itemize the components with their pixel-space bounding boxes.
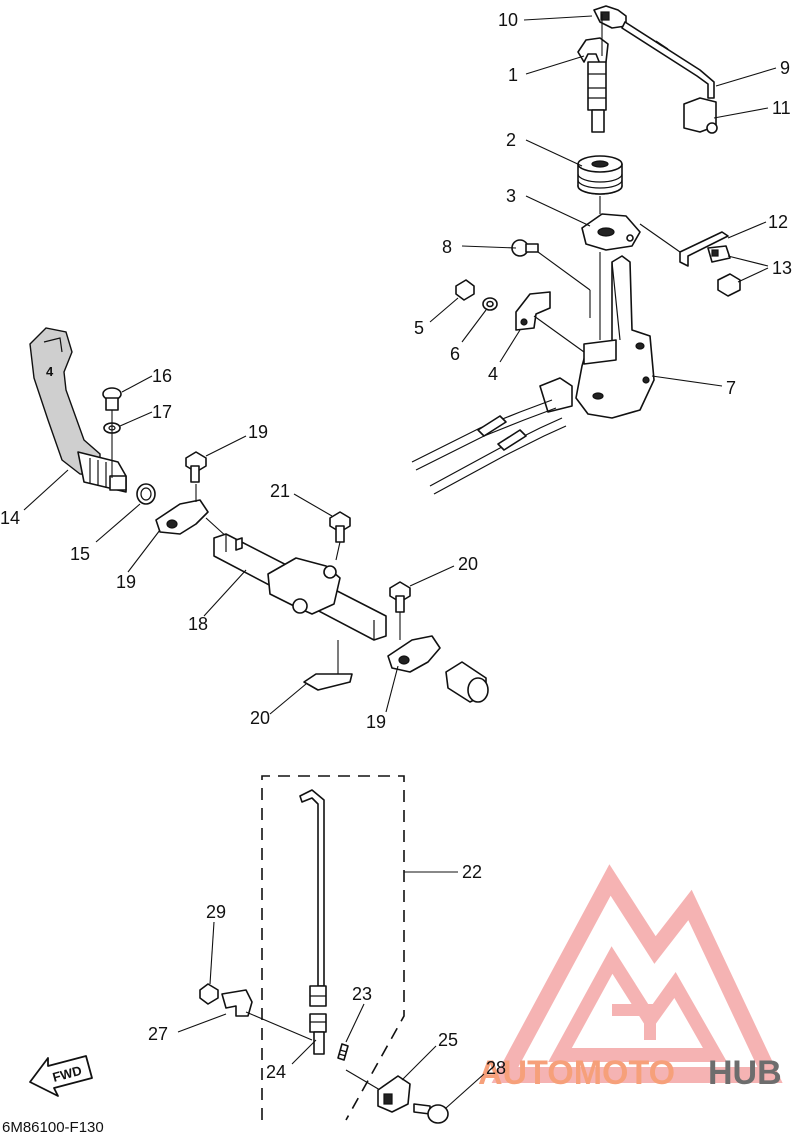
part-2-bushing bbox=[577, 155, 623, 195]
part-1-link bbox=[577, 14, 609, 133]
part-28-screw bbox=[413, 1103, 449, 1124]
callout-22: 21 bbox=[270, 481, 290, 501]
callout-4: 4 bbox=[488, 364, 498, 384]
callout-13: 13 bbox=[772, 258, 792, 278]
callout-17: 17 bbox=[152, 402, 172, 422]
part-3-cam bbox=[581, 196, 641, 251]
part-24-spring bbox=[337, 1043, 381, 1091]
part-15-oring bbox=[136, 483, 156, 505]
watermark-text-a: AUTOMOTO bbox=[478, 1054, 675, 1092]
part-11-block bbox=[683, 97, 718, 134]
callout-3: 3 bbox=[506, 186, 516, 206]
part-16-screw bbox=[102, 387, 122, 411]
callout-20-b: 20 bbox=[458, 554, 478, 574]
part-22-bolt bbox=[329, 511, 351, 561]
callout-19-b: 19 bbox=[366, 712, 386, 732]
part-21-plate bbox=[303, 640, 353, 691]
part-9-rod bbox=[621, 21, 715, 99]
cables bbox=[411, 377, 573, 495]
callout-8: 8 bbox=[442, 237, 452, 257]
diagram-code: 6M86100-F130 bbox=[2, 1119, 104, 1134]
part-23-outline bbox=[261, 775, 405, 1121]
callout-25: 24 bbox=[266, 1062, 286, 1082]
callout-19-a: 19 bbox=[116, 572, 136, 592]
part-4-plate bbox=[515, 291, 585, 353]
callout-7: 7 bbox=[726, 378, 736, 398]
callout-21: 20 bbox=[250, 708, 270, 728]
watermark-logo bbox=[491, 864, 783, 1083]
grip-knob bbox=[445, 661, 489, 703]
part-13-nut bbox=[717, 273, 741, 297]
part-10-clip bbox=[593, 5, 627, 29]
callout-1: 1 bbox=[508, 65, 518, 85]
part-12-bracket bbox=[639, 223, 731, 267]
part-29-nut bbox=[199, 983, 219, 1005]
part-8-screw bbox=[511, 239, 591, 318]
callout-20-a: 19 bbox=[248, 422, 268, 442]
callout-15: 15 bbox=[70, 544, 90, 564]
callout-23: 22 bbox=[462, 862, 482, 882]
part-19-clamp-b bbox=[387, 635, 441, 673]
callout-16: 16 bbox=[152, 366, 172, 386]
handle-mark: 4 bbox=[46, 364, 54, 379]
part-7-bracket bbox=[575, 252, 655, 419]
callout-12: 12 bbox=[768, 212, 788, 232]
callout-9: 9 bbox=[780, 58, 790, 78]
callout-27: 27 bbox=[148, 1024, 168, 1044]
part-19-clamp-a bbox=[155, 484, 209, 535]
part-27-clip bbox=[221, 989, 313, 1041]
part-26-clip bbox=[377, 1075, 411, 1113]
part-20-bolt-b bbox=[389, 581, 411, 640]
part-20-bolt-a bbox=[185, 451, 207, 483]
callout-26: 25 bbox=[438, 1030, 458, 1050]
fwd-arrow-icon: FWD bbox=[29, 1055, 93, 1097]
part-6-washer bbox=[482, 297, 498, 311]
callout-18: 18 bbox=[188, 614, 208, 634]
fwd-label: FWD bbox=[51, 1063, 83, 1085]
part-18-shaft bbox=[213, 533, 387, 641]
callout-29: 29 bbox=[206, 902, 226, 922]
callout-24: 23 bbox=[352, 984, 372, 1004]
watermark-text-b: HUB bbox=[708, 1054, 782, 1092]
callout-6: 6 bbox=[450, 344, 460, 364]
leader-lines bbox=[23, 15, 777, 1109]
callout-28: 28 bbox=[486, 1058, 506, 1078]
callout-2: 2 bbox=[506, 130, 516, 150]
part-5-bolt bbox=[455, 279, 475, 301]
callout-10: 10 bbox=[498, 10, 518, 30]
part-14-handle: 4 bbox=[29, 327, 127, 493]
callout-11: 11 bbox=[772, 98, 791, 118]
callout-14: 14 bbox=[0, 508, 20, 528]
callout-5: 5 bbox=[414, 318, 424, 338]
part-25-rod bbox=[299, 789, 327, 1055]
